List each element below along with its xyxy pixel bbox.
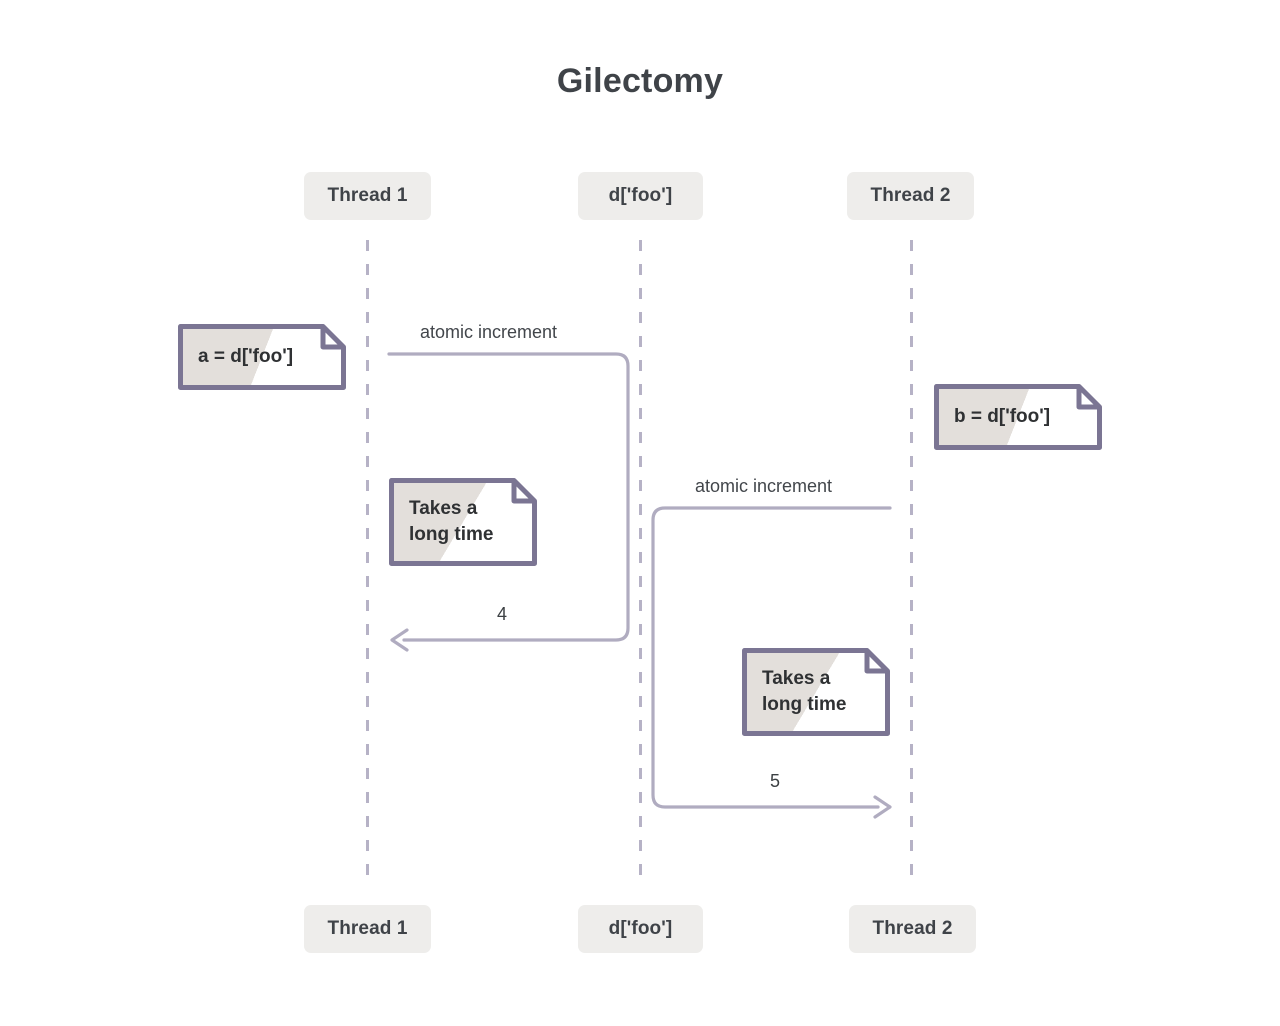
note-shape-icon xyxy=(178,324,346,390)
actor-box-dfoo-top[interactable]: d['foo'] xyxy=(578,172,703,220)
actor-label: d['foo'] xyxy=(608,918,673,939)
message-label-atomic-increment-1: atomic increment xyxy=(420,322,558,342)
message-label-atomic-increment-2: atomic increment xyxy=(695,476,833,496)
actor-box-thread2-top[interactable]: Thread 2 xyxy=(847,172,974,220)
actor-box-dfoo-bottom[interactable]: d['foo'] xyxy=(578,905,703,953)
actor-label: Thread 2 xyxy=(870,185,951,206)
actor-label: Thread 1 xyxy=(327,918,408,939)
note-shape-icon xyxy=(742,648,890,736)
actor-box-thread1-bottom[interactable]: Thread 1 xyxy=(304,905,431,953)
lifeline-thread1 xyxy=(366,240,369,885)
arrowhead-return-5 xyxy=(873,795,892,819)
actor-box-thread1-top[interactable]: Thread 1 xyxy=(304,172,431,220)
message-label-return-5: 5 xyxy=(770,771,781,791)
note-takes-long-1: Takes a long time xyxy=(389,478,537,566)
message-label-return-4: 4 xyxy=(497,604,508,624)
page-title: Gilectomy xyxy=(556,62,724,100)
note-shape-icon xyxy=(934,384,1102,450)
actor-label: d['foo'] xyxy=(608,185,673,206)
note-takes-long-2: Takes a long time xyxy=(742,648,890,736)
actor-label: Thread 2 xyxy=(872,918,953,939)
actor-label: Thread 1 xyxy=(327,185,408,206)
lifeline-dfoo xyxy=(639,240,642,885)
note-a-assign: a = d['foo'] xyxy=(178,324,346,390)
arrowhead-return-4 xyxy=(390,628,409,652)
lifeline-thread2 xyxy=(910,240,913,885)
note-shape-icon xyxy=(389,478,537,566)
actor-box-thread2-bottom[interactable]: Thread 2 xyxy=(849,905,976,953)
note-b-assign: b = d['foo'] xyxy=(934,384,1102,450)
